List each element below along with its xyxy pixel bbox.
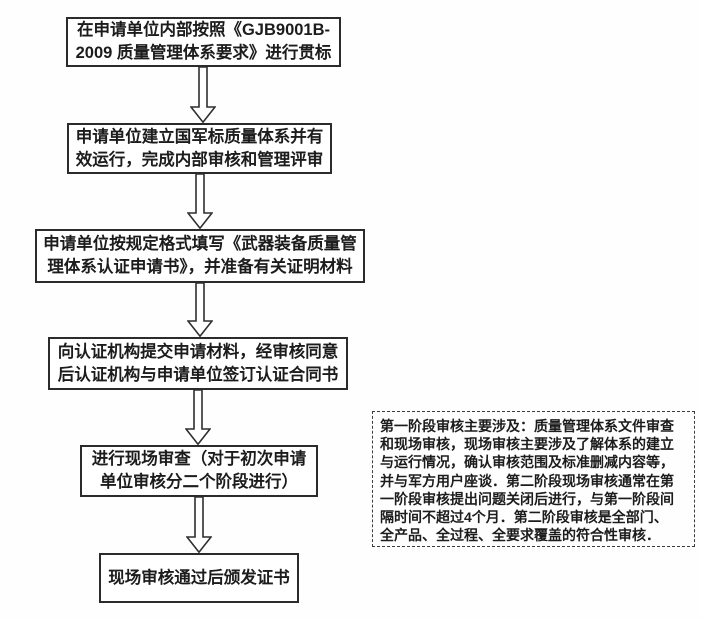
- down-arrow-icon-4: [185, 390, 211, 445]
- down-arrow-icon-2: [187, 174, 213, 229]
- process-step-5: 进行现场审查（对于初次申请 单位审核分二个阶段进行）: [80, 445, 318, 497]
- process-step-6: 现场审核通过后颁发证书: [99, 553, 299, 603]
- process-step-3: 申请单位按规定格式填写《武器装备质量管 理体系认证申请书》，并准备有关证明材料: [35, 229, 365, 283]
- process-step-2: 申请单位建立国军标质量体系并有 效运行，完成内部审核和管理评审: [67, 123, 332, 174]
- process-step-4: 向认证机构提交申请材料，经审核同意 后认证机构与申请单位签订认证合同书: [48, 337, 348, 390]
- stage-audit-note: 第一阶段审核主要涉及：质量管理体系文件审查 和现场审核，现场审核主要涉及了解体系…: [372, 411, 695, 547]
- down-arrow-icon-1: [190, 67, 216, 123]
- down-arrow-icon-3: [187, 283, 213, 337]
- down-arrow-icon-5: [186, 497, 212, 553]
- process-step-1: 在申请单位内部按照《GJB9001B- 2009 质量管理体系要求》进行贯标: [66, 17, 341, 67]
